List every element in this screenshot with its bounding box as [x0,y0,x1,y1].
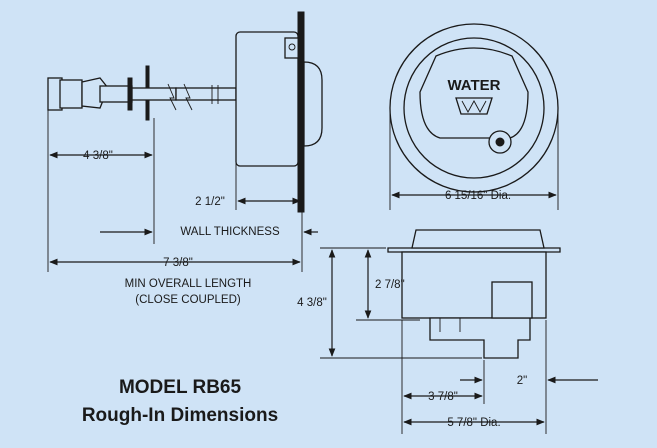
water-logo-icon [455,97,493,115]
dim-box-total-height: 4 3/8" [297,297,327,309]
front-view: WATER 6 15/16" Dia. [389,23,559,210]
cover-label: WATER [447,77,500,94]
box-outlet [429,317,531,359]
dim-body-depth: 2 1/2" [195,196,225,208]
dim-box-width-inner: 3 7/8" [428,391,458,403]
title-model: MODEL RB65 [119,377,242,398]
label-close-coupled: (CLOSE COUPLED) [135,294,241,306]
dim-box-upper-height: 2 7/8" [375,279,405,291]
dim-box-diameter: 5 7/8" Dia. [447,417,500,429]
dim-overall-length: 7 3/8" [163,257,193,269]
side-view: 4 3/8" 2 1/2" WALL THICKNESS 7 3/8" MIN … [47,11,323,306]
title-subtitle: Rough-In Dimensions [82,405,278,426]
stem-valve-assembly [47,65,237,121]
dim-stem-length: 4 3/8" [83,150,113,162]
label-wall-thickness: WALL THICKNESS [180,226,280,238]
label-min-overall-length: MIN OVERALL LENGTH [125,278,252,290]
dim-outlet-offset: 2" [517,375,527,387]
dim-face-diameter: 6 15/16" Dia. [445,190,511,202]
box-view: 2 7/8" 4 3/8" 2" 3 7/8" 5 7/8" Dia. [297,229,598,434]
valve-body [235,11,323,213]
cover-door [419,47,529,139]
box-cover [411,229,545,249]
